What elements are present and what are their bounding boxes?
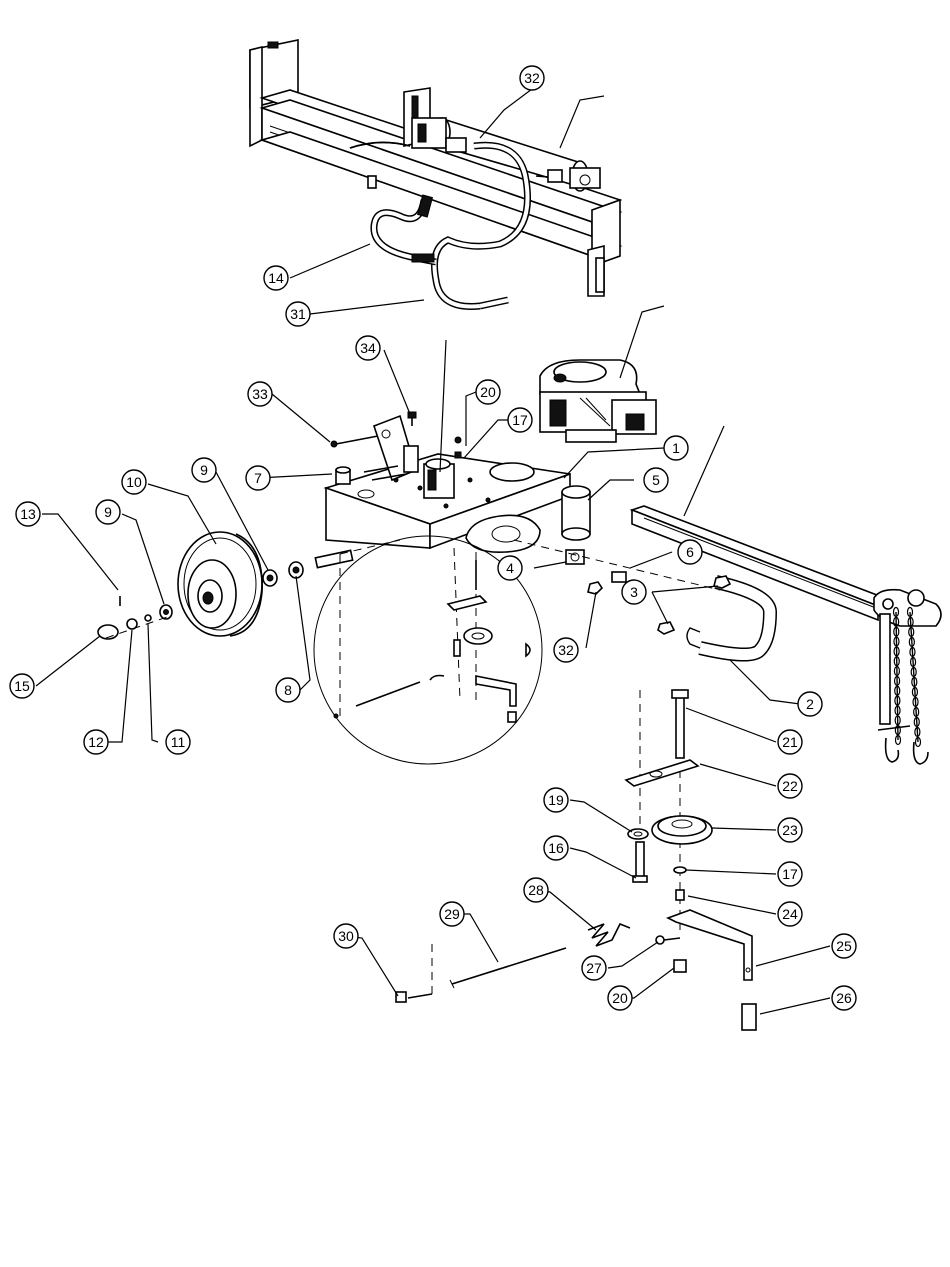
svg-text:32: 32 xyxy=(558,642,574,658)
callout-5: 5 xyxy=(644,468,668,492)
svg-text:9: 9 xyxy=(104,504,112,520)
svg-text:17: 17 xyxy=(782,866,798,882)
callout-32-mid: 32 xyxy=(554,638,578,662)
svg-text:14: 14 xyxy=(268,270,284,286)
svg-text:8: 8 xyxy=(284,682,292,698)
callout-32-top: 32 xyxy=(520,66,544,90)
svg-text:6: 6 xyxy=(686,544,694,560)
callout-14: 15 xyxy=(10,674,34,698)
svg-text:33: 33 xyxy=(252,386,268,402)
svg-text:4: 4 xyxy=(506,560,514,576)
callout-10: 10 xyxy=(122,470,146,494)
svg-text:22: 22 xyxy=(782,778,798,794)
callout-31: 31 xyxy=(286,302,310,326)
callout-33: 33 xyxy=(248,382,272,406)
callout-27: 27 xyxy=(582,956,606,980)
svg-text:34: 34 xyxy=(360,340,376,356)
svg-text:17: 17 xyxy=(512,412,528,428)
callout-4: 4 xyxy=(498,556,522,580)
svg-text:7: 7 xyxy=(254,470,262,486)
callout-17-upper: 17 xyxy=(508,408,532,432)
svg-text:10: 10 xyxy=(126,474,142,490)
callout-9-left: 9 xyxy=(96,500,120,524)
callout-34: 34 xyxy=(356,336,380,360)
callout-23: 23 xyxy=(778,818,802,842)
svg-text:32: 32 xyxy=(524,70,540,86)
callout-2: 2 xyxy=(798,692,822,716)
callout-17-lower: 17 xyxy=(778,862,802,886)
svg-text:28: 28 xyxy=(528,882,544,898)
callout-26: 26 xyxy=(832,986,856,1010)
svg-text:9: 9 xyxy=(200,462,208,478)
svg-text:15: 15 xyxy=(14,678,30,694)
svg-text:29: 29 xyxy=(444,906,460,922)
svg-text:21: 21 xyxy=(782,734,798,750)
callout-3: 3 xyxy=(622,580,646,604)
callout-25: 25 xyxy=(832,934,856,958)
svg-text:30: 30 xyxy=(338,928,354,944)
svg-text:16: 16 xyxy=(548,840,564,856)
callout-20-lower: 20 xyxy=(608,986,632,1010)
wheel-assembly xyxy=(98,532,303,639)
callout-24: 24 xyxy=(778,902,802,926)
svg-text:31: 31 xyxy=(290,306,306,322)
callout-21: 21 xyxy=(778,730,802,754)
svg-text:19: 19 xyxy=(548,792,564,808)
svg-text:5: 5 xyxy=(652,472,660,488)
svg-text:20: 20 xyxy=(612,990,628,1006)
svg-text:1: 1 xyxy=(672,440,680,456)
engine xyxy=(540,360,656,442)
callout-29: 29 xyxy=(440,902,464,926)
callout-7: 7 xyxy=(246,466,270,490)
callout-19: 19 xyxy=(544,788,568,812)
beam-assembly xyxy=(250,40,620,306)
callout-11: 11 xyxy=(166,730,190,754)
callout-12: 12 xyxy=(84,730,108,754)
callout-8: 8 xyxy=(276,678,300,702)
callout-28: 28 xyxy=(524,878,548,902)
callout-13: 13 xyxy=(16,502,40,526)
svg-text:24: 24 xyxy=(782,906,798,922)
callout-22: 22 xyxy=(778,774,802,798)
callout-15: 14 xyxy=(264,266,288,290)
svg-text:3: 3 xyxy=(630,584,638,600)
callout-6: 6 xyxy=(678,540,702,564)
svg-text:12: 12 xyxy=(88,734,104,750)
callout-9-right: 9 xyxy=(192,458,216,482)
svg-text:2: 2 xyxy=(806,696,814,712)
callout-16: 16 xyxy=(544,836,568,860)
callout-30: 30 xyxy=(334,924,358,948)
svg-text:27: 27 xyxy=(586,960,602,976)
svg-text:23: 23 xyxy=(782,822,798,838)
svg-text:26: 26 xyxy=(836,990,852,1006)
svg-text:25: 25 xyxy=(836,938,852,954)
svg-text:11: 11 xyxy=(171,734,186,750)
callout-20-upper: 20 xyxy=(476,380,500,404)
idler-pulley-assembly xyxy=(396,690,756,1030)
svg-text:20: 20 xyxy=(480,384,496,400)
svg-text:13: 13 xyxy=(20,506,36,522)
callout-1: 1 xyxy=(664,436,688,460)
